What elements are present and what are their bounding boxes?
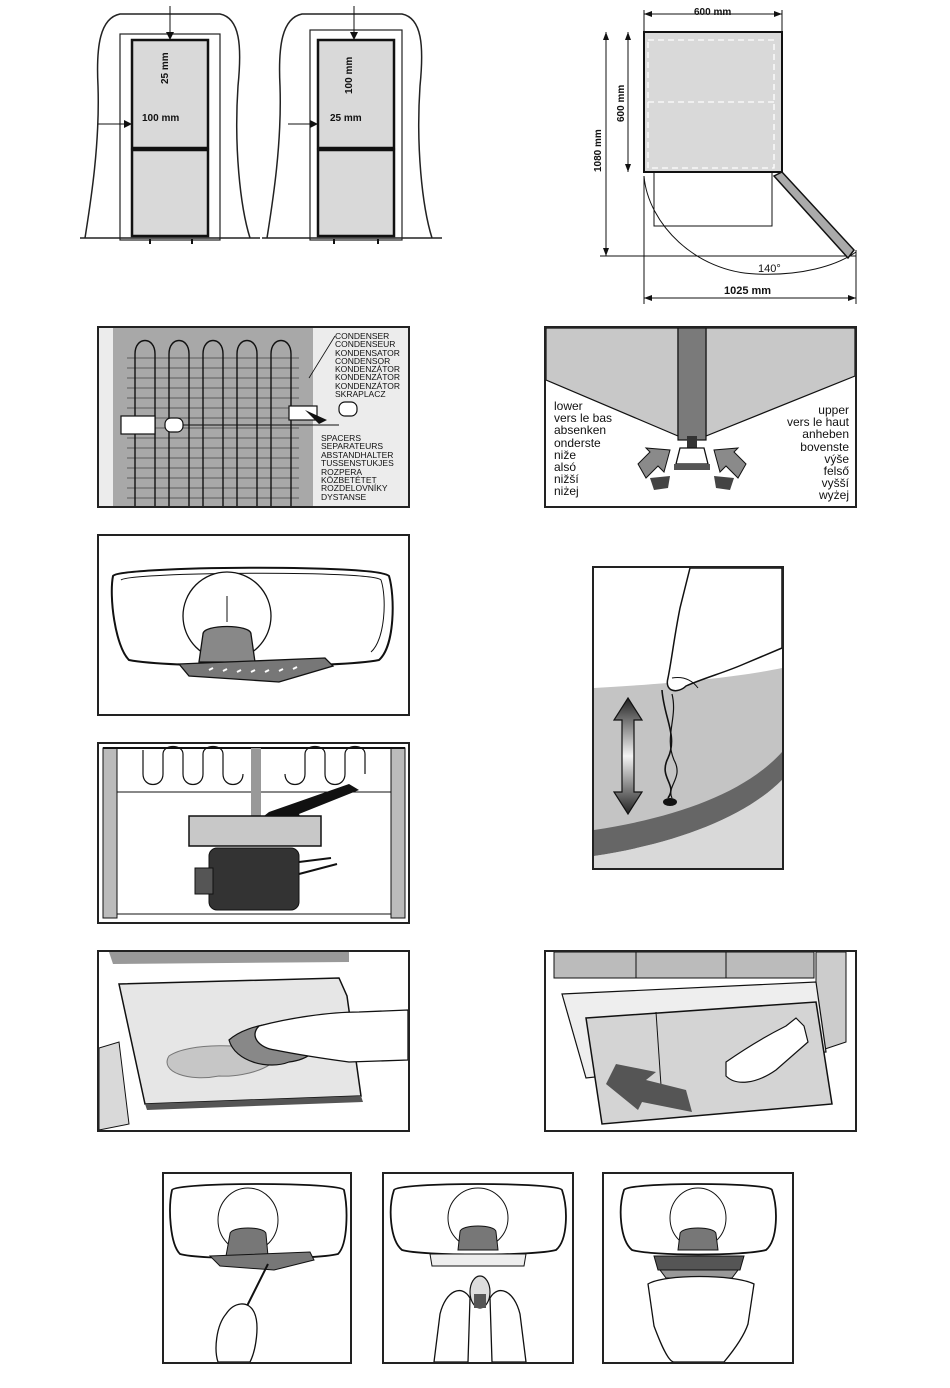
spacer-label: ROZPERA [321,466,363,477]
condenser-spacers-panel: CONDENSER CONDENSEUR KONDENSATOR CONDENS… [97,326,410,508]
lamp-refit-cover-panel [602,1172,794,1364]
condenser-label: CONDENSER [335,331,390,341]
lower-label: nižší [554,472,579,487]
door-angle-label: 140° [758,263,781,275]
lower-label-list: lower vers le bas absenken onderste niže… [554,400,612,498]
lower-label: vers le bas [554,411,613,426]
spacer-label: SEPARATEURS [321,441,384,452]
clearance-figure-a: 25 mm 100 mm [80,6,260,244]
drain-stick-icon [594,568,782,868]
lower-label: lower [554,399,583,413]
lamp-remove-cover-panel [162,1172,352,1364]
spacer-label: ROZDELOVNÍKY [321,483,388,494]
dimensions-plan-figure: 600 mm 600 mm 1080 mm 140° 1025 mm [586,4,866,304]
lamp-remove-bulb-panel [382,1172,574,1364]
lamp-cover-icon [110,566,394,683]
spacer-label: TUSSENSTUKJES [321,458,394,469]
condenser-label: KONDENZÁTOR [335,364,401,375]
spacer-label: ABSTANDHALTER [321,449,394,460]
lower-label: onderste [554,435,601,450]
lower-label: niže [554,447,577,462]
side-gap-label: 100 mm [142,113,179,124]
top-gap-label: 100 mm [344,57,355,94]
width-label: 600 mm [694,7,731,18]
upper-label: bovenste [800,439,849,454]
side-gap-label: 25 mm [330,113,362,124]
drain-hole-panel [592,566,784,870]
compressor-tray-icon [99,744,408,922]
open-depth-label: 1025 mm [724,285,771,297]
lower-label: niżej [554,484,579,499]
lower-label: alsó [554,460,577,475]
crisper-drawer-panel [544,950,857,1132]
wipe-shelf-panel [97,950,410,1132]
upper-label: výše [824,451,849,466]
upper-label: vers le haut [786,415,849,430]
clearance-figure-b: 100 mm 25 mm [262,6,442,244]
spacer-label-list: SPACERS SEPARATEURS ABSTANDHALTER TUSSEN… [321,433,394,502]
spacer-label: KÖZBETÉTET [321,475,377,486]
upper-label: wyżej [818,488,849,503]
condenser-label: KONDENSATOR [335,347,400,358]
bulb-icon [384,1174,572,1362]
condenser-label: CONDENSEUR [335,339,396,350]
height-label: 1080 mm [593,129,604,172]
top-gap-label: 25 mm [160,52,171,84]
spacer-label: SPACERS [321,433,361,443]
lamp-housing-panel [97,534,410,716]
condenser-label-list: CONDENSER CONDENSEUR KONDENSATOR CONDENS… [335,331,401,400]
upper-label: upper [818,403,849,417]
compressor-drip-tray-panel [97,742,410,924]
wipe-cloth-icon [99,952,408,1130]
condenser-label: KONDENZÁTOR [335,380,401,391]
upper-label: felső [823,464,849,479]
crisper-drawer-icon [546,952,855,1130]
upper-label: anheben [802,427,849,442]
depth-label: 600 mm [616,85,627,122]
condenser-label: KONDENZÁTOR [335,372,401,383]
condenser-label: SKRAPLACZ [335,389,386,400]
adjustable-feet-panel: lower vers le bas absenken onderste niže… [544,326,857,508]
lower-label: absenken [554,423,607,438]
upper-label: vyšší [821,476,849,491]
upper-label-list: upper vers le haut anheben bovenste výše… [787,404,849,502]
screwdriver-icon [164,1174,350,1362]
spacer-label: DYSTANSE [321,491,367,502]
condenser-label: CONDENSOR [335,355,391,366]
cover-refit-icon [604,1174,792,1362]
